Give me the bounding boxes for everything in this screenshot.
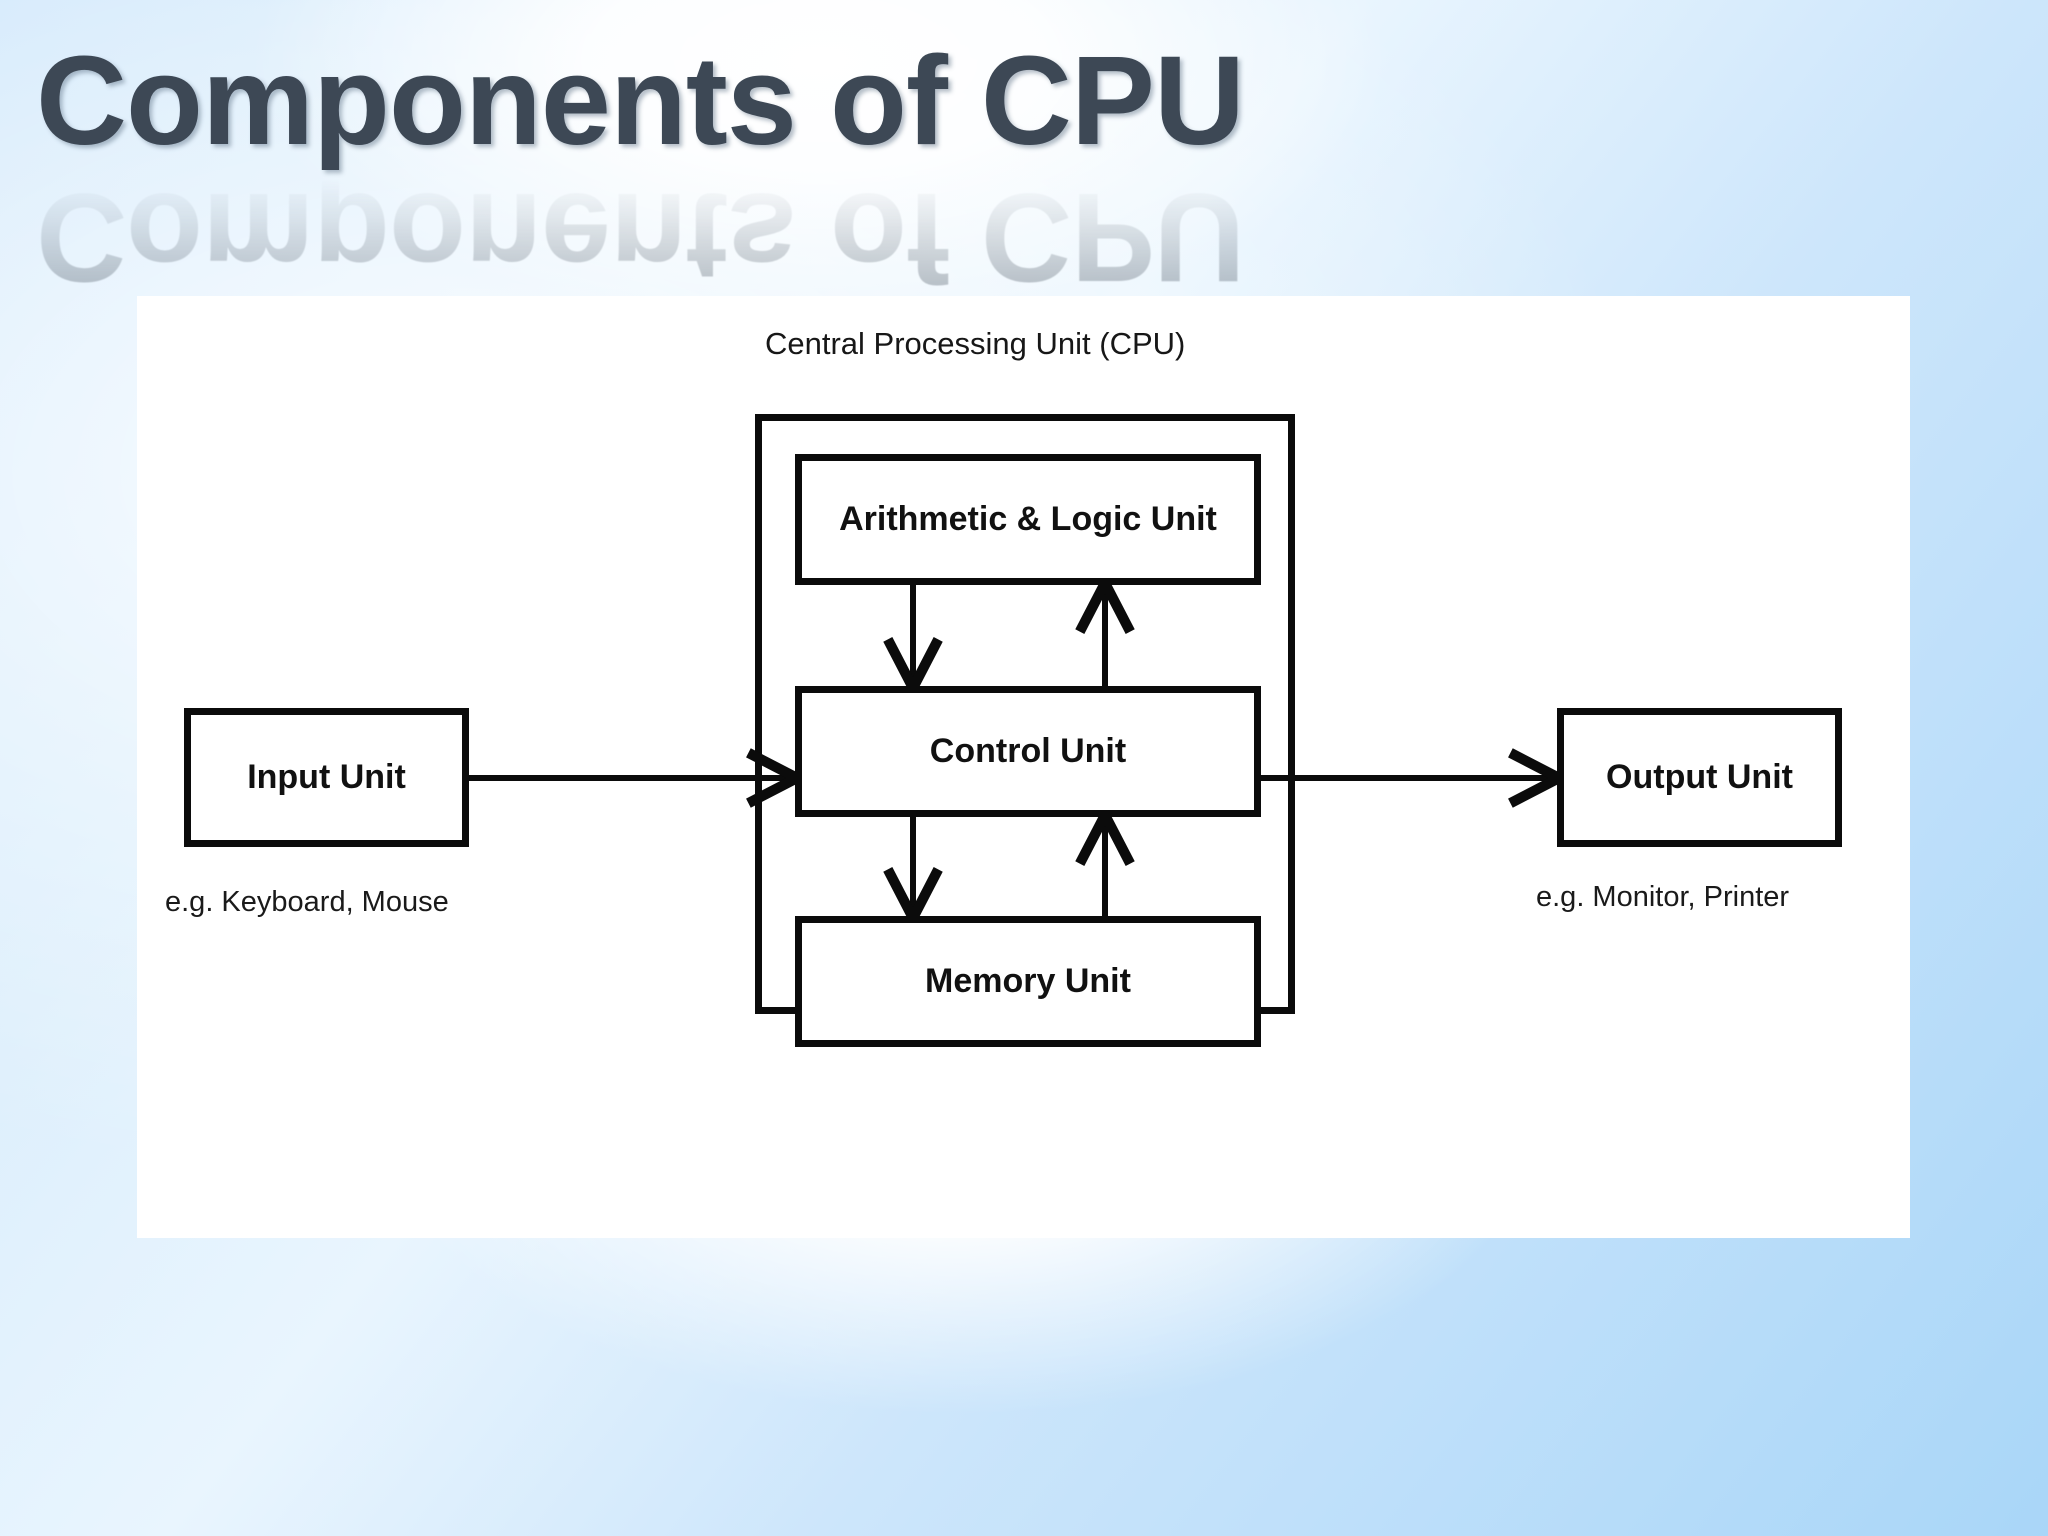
block-control-unit[interactable]: Control Unit: [795, 686, 1261, 817]
block-input-unit[interactable]: Input Unit: [184, 708, 469, 847]
block-output-unit-label: Output Unit: [1606, 758, 1793, 796]
block-input-unit-label: Input Unit: [247, 758, 406, 796]
diagram-panel: Central Processing Unit (CPU): [137, 296, 1910, 1238]
page-title: Components of CPU Components of CPU: [36, 30, 1296, 309]
title-text: Components of CPU: [36, 30, 1245, 171]
input-unit-examples-caption: e.g. Keyboard, Mouse: [165, 886, 449, 918]
title-reflection: Components of CPU: [36, 167, 1244, 308]
block-arithmetic-logic-unit-label: Arithmetic & Logic Unit: [839, 500, 1217, 538]
cpu-group-label: Central Processing Unit (CPU): [765, 326, 1186, 361]
output-unit-examples-caption: e.g. Monitor, Printer: [1536, 881, 1790, 913]
block-output-unit[interactable]: Output Unit: [1557, 708, 1842, 847]
block-memory-unit-label: Memory Unit: [925, 962, 1131, 1000]
block-arithmetic-logic-unit[interactable]: Arithmetic & Logic Unit: [795, 454, 1261, 585]
block-control-unit-label: Control Unit: [929, 732, 1127, 770]
block-memory-unit[interactable]: Memory Unit: [795, 916, 1261, 1047]
